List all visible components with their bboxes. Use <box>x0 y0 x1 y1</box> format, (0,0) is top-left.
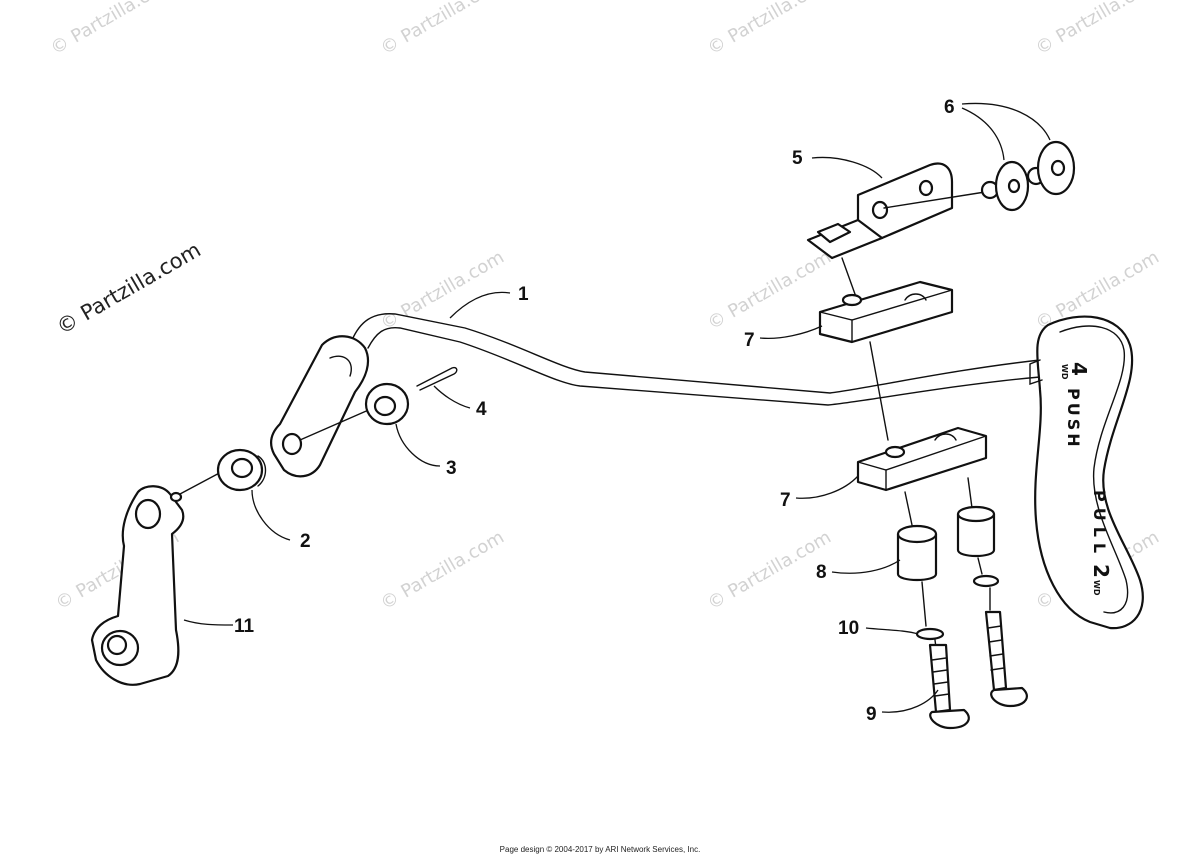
callout-4: 4 <box>476 399 487 420</box>
handle-top-unit: WD <box>1060 364 1069 380</box>
watermark-main: © Partzilla.com <box>53 238 205 340</box>
part-8-spacers <box>896 477 996 582</box>
part-7-lower-block <box>856 341 988 492</box>
part-2-washer <box>216 448 267 492</box>
leader-2 <box>251 489 291 541</box>
callout-10: 10 <box>838 618 859 639</box>
watermark: © Partzilla.com <box>1032 0 1163 59</box>
part-7-upper-block <box>818 257 954 344</box>
watermark: © Partzilla.com <box>47 0 178 59</box>
leader-3 <box>395 423 441 467</box>
handle-bottom-number: 2 <box>1089 564 1113 578</box>
callout-3: 3 <box>446 458 457 479</box>
callout-7-lower: 7 <box>780 490 791 511</box>
watermark-layer: © Partzilla.com © Partzilla.com © Partzi… <box>47 0 1163 614</box>
part-5-bracket <box>806 162 986 260</box>
leader-lines <box>183 102 1051 713</box>
part-9-screws <box>928 587 1028 730</box>
leader-10 <box>865 627 919 635</box>
part-4-cotter-pin <box>416 366 458 391</box>
watermark: © Partzilla.com <box>377 0 508 59</box>
callout-7-upper: 7 <box>744 330 755 351</box>
watermark: © Partzilla.com <box>377 527 508 615</box>
callout-9: 9 <box>866 704 877 725</box>
shift-handle: 4 WD PUSH PULL 2 WD <box>1029 315 1144 630</box>
watermark: © Partzilla.com <box>377 247 508 335</box>
link-arm <box>270 335 381 478</box>
leader-4 <box>433 385 471 409</box>
leader-5 <box>811 156 883 179</box>
handle-top-number: 4 <box>1067 362 1091 376</box>
part-11-lever <box>90 469 226 686</box>
callout-8: 8 <box>816 562 827 583</box>
part-3-washer <box>364 382 410 426</box>
handle-pull-label: PULL <box>1090 490 1109 559</box>
handle-push-text: 4 WD PUSH <box>1060 362 1091 450</box>
handle-push-label: PUSH <box>1064 388 1083 450</box>
callouts: 1 2 3 4 5 6 7 7 8 10 9 11 <box>234 97 955 725</box>
footer-copyright: Page design © 2004-2017 by ARI Network S… <box>499 845 701 854</box>
callout-2: 2 <box>300 531 311 552</box>
callout-11: 11 <box>234 616 255 637</box>
handle-bottom-unit: WD <box>1092 580 1101 596</box>
callout-5: 5 <box>792 148 803 169</box>
callout-1: 1 <box>518 284 529 305</box>
leader-6a <box>961 107 1005 161</box>
part-6-bolts <box>980 140 1076 212</box>
part-1-shift-rod <box>351 313 1041 406</box>
watermark: © Partzilla.com <box>704 247 835 335</box>
callout-6: 6 <box>944 97 955 118</box>
leader-7b <box>795 475 859 499</box>
leader-1 <box>449 291 511 319</box>
leader-8 <box>831 559 901 574</box>
part-10-washers <box>915 557 1000 641</box>
handle-pull-text: PULL 2 WD <box>1089 490 1113 596</box>
leader-7a <box>759 325 823 340</box>
leader-9 <box>881 689 939 713</box>
watermark: © Partzilla.com <box>704 0 835 59</box>
leader-11 <box>183 619 234 626</box>
leader-6b <box>961 102 1051 141</box>
